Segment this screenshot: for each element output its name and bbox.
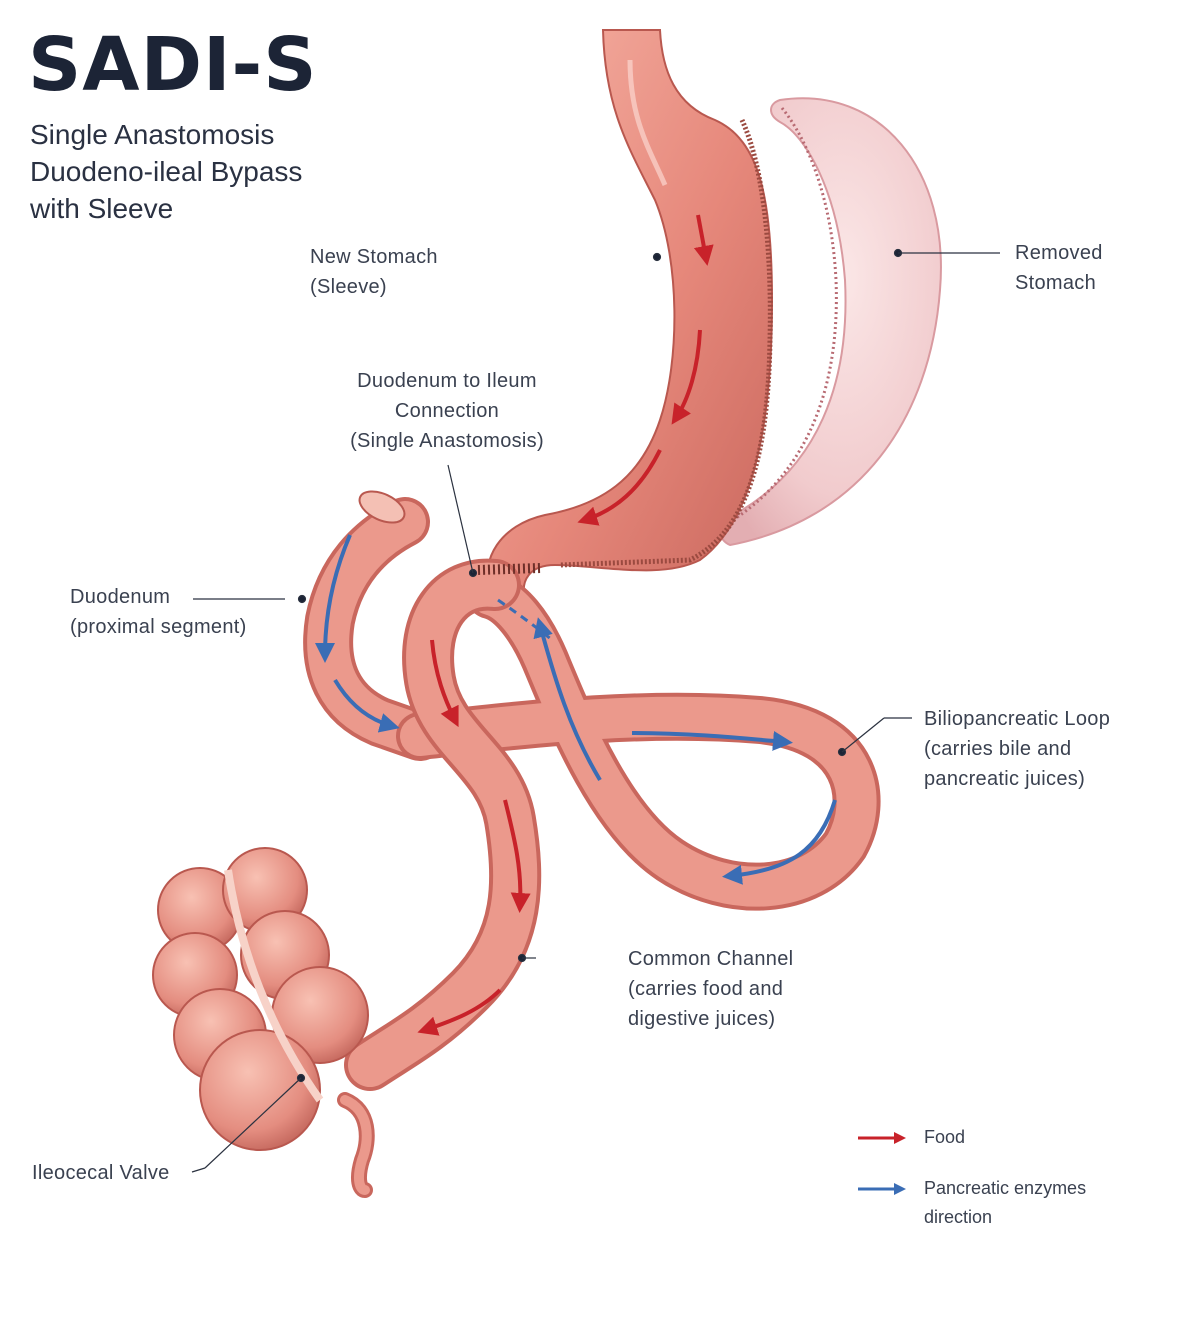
label-line: Biliopancreatic Loop [924, 708, 1111, 730]
food-arrow [693, 214, 714, 266]
food-arrow [577, 449, 662, 526]
label-line: (Sleeve) [310, 276, 387, 298]
label-line: (proximal segment) [70, 616, 247, 638]
label-line: digestive juices) [628, 1008, 776, 1030]
leader-lines [191, 248, 1000, 1173]
blue-arrow-icon [858, 1183, 906, 1195]
subtitle-line: Single Anastomosis [30, 119, 275, 150]
label-duodenum: Duodenum (proximal segment) [70, 582, 247, 642]
legend-label-line: direction [924, 1207, 993, 1227]
label-line: Removed [1015, 242, 1103, 264]
legend-label: Pancreatic enzymes direction [924, 1174, 1086, 1232]
legend-item-food: Food [858, 1123, 1138, 1155]
food-arrow [430, 639, 459, 728]
legend-label: Food [924, 1127, 966, 1147]
common-channel [344, 558, 542, 1091]
enzyme-arrow [533, 617, 602, 782]
label-line: (Single Anastomosis) [350, 430, 544, 452]
anastomosis-sutures [477, 563, 541, 575]
label-removed-stomach: Removed Stomach [1015, 238, 1103, 298]
legend-item-enzymes: Pancreatic enzymes direction [858, 1174, 1158, 1236]
subtitle-line: Duodeno-ileal Bypass [30, 156, 303, 187]
label-line: New Stomach [310, 246, 438, 268]
enzyme-flow-arrows [315, 534, 837, 885]
biliopancreatic-loop [396, 571, 881, 911]
label-line: Stomach [1015, 272, 1097, 294]
food-arrow [417, 988, 502, 1036]
label-biliopancreatic-loop: Biliopancreatic Loop (carries bile and p… [924, 704, 1110, 794]
red-arrow-icon [858, 1132, 906, 1144]
page-subtitle: Single Anastomosis Duodeno-ileal Bypass … [30, 116, 302, 227]
label-new-stomach: New Stomach (Sleeve) [310, 242, 438, 302]
page-title: SADI-S [28, 22, 318, 108]
enzyme-arrow [497, 598, 553, 642]
label-common-channel: Common Channel (carries food and digesti… [628, 944, 793, 1034]
food-arrow [503, 799, 531, 913]
food-arrow [671, 329, 702, 425]
colon [152, 847, 375, 1198]
label-line: Ileocecal Valve [32, 1162, 170, 1184]
label-ileocecal-valve: Ileocecal Valve [32, 1158, 170, 1188]
enzyme-arrow [631, 730, 793, 751]
new-stomach-sleeve [486, 29, 774, 602]
label-line: (carries bile and [924, 738, 1072, 760]
food-flow-arrows [417, 214, 714, 1036]
subtitle-line: with Sleeve [30, 193, 174, 224]
label-line: pancreatic juices) [924, 768, 1086, 790]
enzyme-arrow [315, 534, 352, 663]
label-line: (carries food and [628, 978, 784, 1000]
label-line: Duodenum to Ileum [357, 370, 537, 392]
label-line: Connection [394, 400, 500, 422]
label-line: Common Channel [628, 948, 794, 970]
duodenum-segment [303, 490, 445, 761]
label-line: Duodenum [70, 586, 171, 608]
enzyme-arrow [722, 799, 837, 885]
label-anastomosis: Duodenum to Ileum Connection (Single Ana… [336, 366, 558, 456]
enzyme-arrow [333, 678, 400, 733]
legend-label-line: Pancreatic enzymes [924, 1178, 1087, 1198]
